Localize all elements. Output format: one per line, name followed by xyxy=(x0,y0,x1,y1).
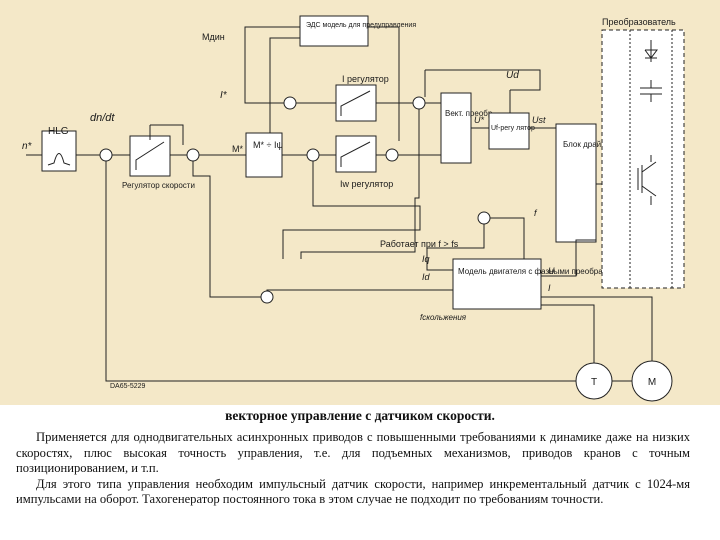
id-label: Id xyxy=(422,272,431,282)
i-regulator-ramp-icon xyxy=(340,90,371,116)
vector-transform-block xyxy=(440,92,472,164)
ud-label: Ud xyxy=(506,70,519,81)
converter-block xyxy=(601,29,685,289)
ref-code-label: DA65-5229 xyxy=(110,383,146,390)
hlg-ramp-icon xyxy=(47,153,71,166)
iq-label: Iq xyxy=(422,254,430,264)
motor-model-label: Модель двигателя с фазными преобразовани… xyxy=(458,267,642,276)
f-label: f xyxy=(534,208,538,218)
iw-out-sum-junction xyxy=(385,148,399,162)
body-text: Применяется для однодвигательных асинхро… xyxy=(16,430,690,508)
capacitor-icon xyxy=(640,80,662,102)
iw-regulator-block xyxy=(335,135,377,173)
diode-icon xyxy=(644,40,658,62)
i-star-label: I* xyxy=(220,90,228,101)
converter-label: Преобразователь xyxy=(602,17,676,27)
signal-wires xyxy=(26,26,653,382)
f-slip-label: fскольжения xyxy=(420,313,467,322)
paragraph-1: Применяется для однодвигательных асинхро… xyxy=(16,430,690,476)
dn-dt-label: dn/dt xyxy=(90,112,115,124)
slip-sum-junction xyxy=(260,290,274,304)
motor-label: M xyxy=(648,377,656,388)
i-regulator-label: I регулятор xyxy=(342,74,389,84)
torque-divider-label: M* ÷ Iψ xyxy=(253,140,283,150)
iw-sum-junction xyxy=(306,148,320,162)
freq-sum-junction xyxy=(477,211,491,225)
i-sum-junction xyxy=(283,96,297,110)
hlg-label: HLG xyxy=(48,126,69,137)
driver-block xyxy=(555,123,597,243)
u-star-label: U* xyxy=(474,115,484,125)
speed-sum-junction xyxy=(99,148,113,162)
driver-label: Блок драйве ров xyxy=(563,140,625,149)
tachometer-label: T xyxy=(591,377,597,388)
emf-model-label: ЭДС модель для предуправления xyxy=(306,22,416,29)
diagram-background xyxy=(0,0,720,405)
paragraph-2: Для этого типа управления необходим импу… xyxy=(16,476,690,507)
iw-regulator-ramp-icon xyxy=(340,141,371,167)
motor-model-block xyxy=(452,258,542,310)
uf-regulator-block xyxy=(488,112,530,150)
vector-control-block-diagram: ЭДС модель для предуправления M* ÷ Iψ Ве… xyxy=(0,0,720,405)
i-label: I xyxy=(548,283,551,293)
torque-sum-junction xyxy=(186,148,200,162)
figure-caption: векторное управление с датчиком скорости… xyxy=(225,408,495,423)
speed-regulator-ramp-icon xyxy=(135,141,165,170)
i-regulator-block xyxy=(335,84,377,122)
vector-transform-label: Вект. преобр xyxy=(445,109,493,118)
emf-model-block xyxy=(299,15,369,47)
i-out-sum-junction xyxy=(412,96,426,110)
ust-label: Ust xyxy=(532,115,546,125)
converter-dc-bus xyxy=(629,30,673,288)
m-dyn-label: Mдин xyxy=(202,32,225,42)
hlg-block xyxy=(41,130,77,172)
igbt-icon xyxy=(637,155,657,205)
speed-regulator-label: Регулятор скорости xyxy=(122,181,195,190)
u-label: U xyxy=(548,266,555,276)
m-star-input-label: M* xyxy=(232,144,243,154)
n-star-label: n* xyxy=(22,141,33,152)
works-if-label: Работает при f > fs xyxy=(380,239,459,249)
uf-regulator-label: Uf-регу лятор xyxy=(491,125,535,132)
iw-regulator-label: Iw регулятор xyxy=(340,179,393,189)
